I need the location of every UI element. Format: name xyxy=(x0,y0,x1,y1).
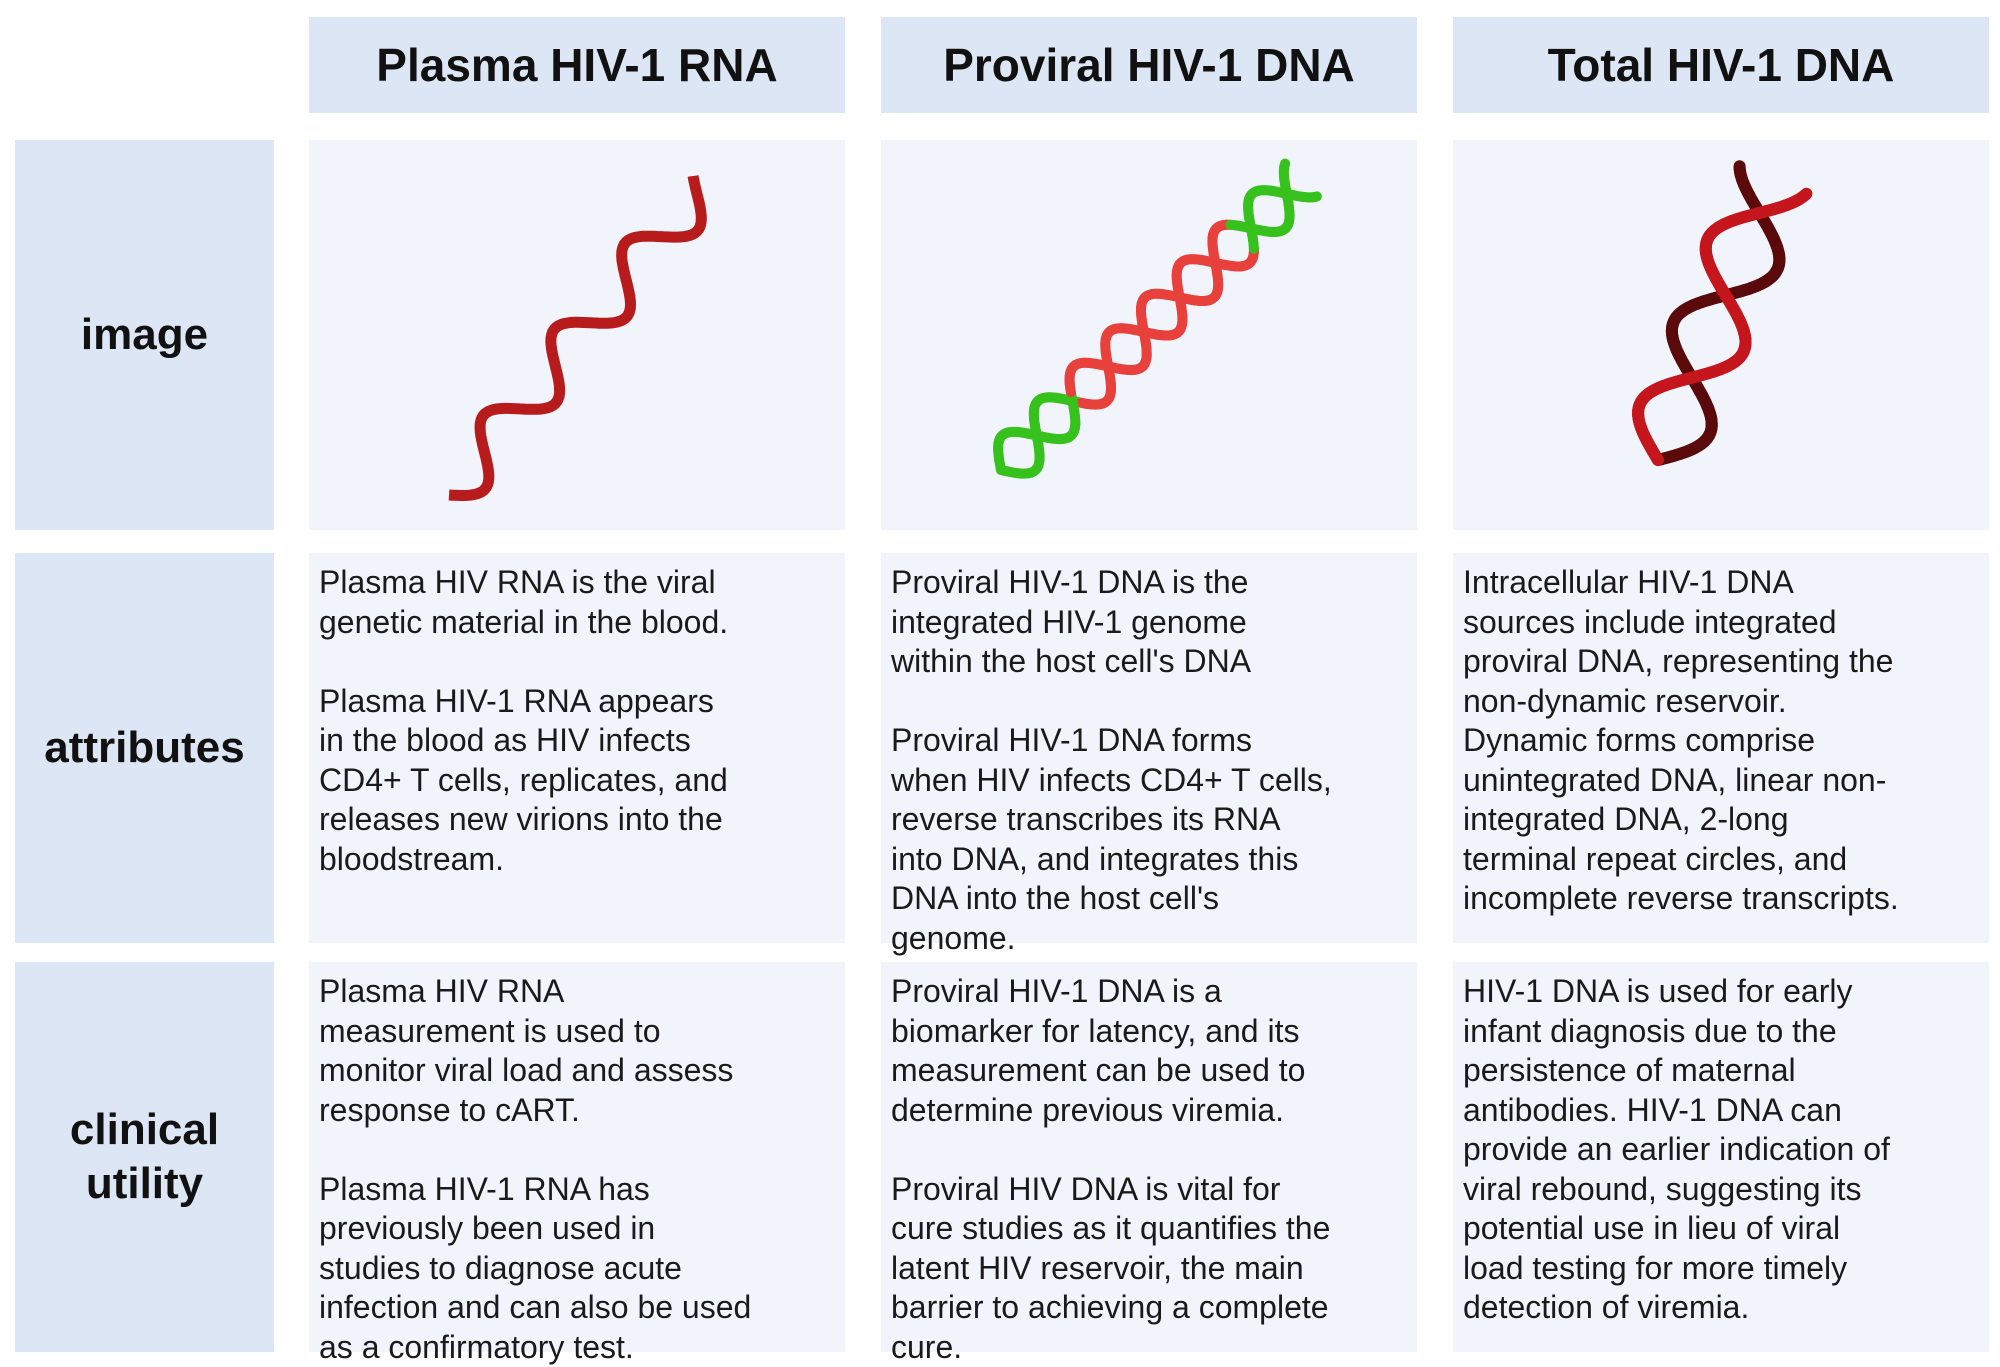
attributes-text: Proviral HIV-1 DNA forms when HIV infect… xyxy=(891,721,1405,958)
attributes-cell-total-dna: Intracellular HIV-1 DNA sources include … xyxy=(1453,553,1989,943)
proviral-dna-strand-1 xyxy=(1315,196,1317,197)
attributes-text: Plasma HIV RNA is the viral genetic mate… xyxy=(319,563,833,642)
rna-strand xyxy=(449,176,701,496)
image-cell-proviral-dna xyxy=(881,140,1417,530)
clinical-utility-text: Proviral HIV DNA is vital for cure studi… xyxy=(891,1170,1405,1367)
row-header-image: image xyxy=(15,140,274,530)
clinical-utility-cell-plasma-rna: Plasma HIV RNA measurement is used to mo… xyxy=(309,962,845,1352)
proviral-dna-helix-icon xyxy=(881,140,1417,530)
clinical-utility-text: Plasma HIV RNA measurement is used to mo… xyxy=(319,972,833,1130)
column-header-proviral-dna: Proviral HIV-1 DNA xyxy=(881,17,1417,113)
clinical-utility-text: Plasma HIV-1 RNA has previously been use… xyxy=(319,1170,833,1367)
attributes-cell-plasma-rna: Plasma HIV RNA is the viral genetic mate… xyxy=(309,553,845,943)
image-cell-plasma-rna xyxy=(309,140,845,530)
column-header-total-dna: Total HIV-1 DNA xyxy=(1453,17,1989,113)
column-header-plasma-rna: Plasma HIV-1 RNA xyxy=(309,17,845,113)
clinical-utility-cell-total-dna: HIV-1 DNA is used for early infant diagn… xyxy=(1453,962,1989,1352)
total-dna-helix-icon xyxy=(1453,140,1989,530)
attributes-cell-proviral-dna: Proviral HIV-1 DNA is the integrated HIV… xyxy=(881,553,1417,943)
proviral-dna-strand-2 xyxy=(1285,164,1286,166)
total-dna-strand-2 xyxy=(1805,194,1806,195)
attributes-text: Intracellular HIV-1 DNA sources include … xyxy=(1463,563,1977,919)
image-cell-total-dna xyxy=(1453,140,1989,530)
row-header-clinical-utility: clinical utility xyxy=(15,962,274,1352)
rna-single-strand-icon xyxy=(309,140,845,530)
attributes-text: Proviral HIV-1 DNA is the integrated HIV… xyxy=(891,563,1405,682)
row-header-attributes: attributes xyxy=(15,553,274,943)
attributes-text: Plasma HIV-1 RNA appears in the blood as… xyxy=(319,682,833,880)
clinical-utility-text: HIV-1 DNA is used for early infant diagn… xyxy=(1463,972,1977,1328)
clinical-utility-text: Proviral HIV-1 DNA is a biomarker for la… xyxy=(891,972,1405,1130)
clinical-utility-cell-proviral-dna: Proviral HIV-1 DNA is a biomarker for la… xyxy=(881,962,1417,1352)
